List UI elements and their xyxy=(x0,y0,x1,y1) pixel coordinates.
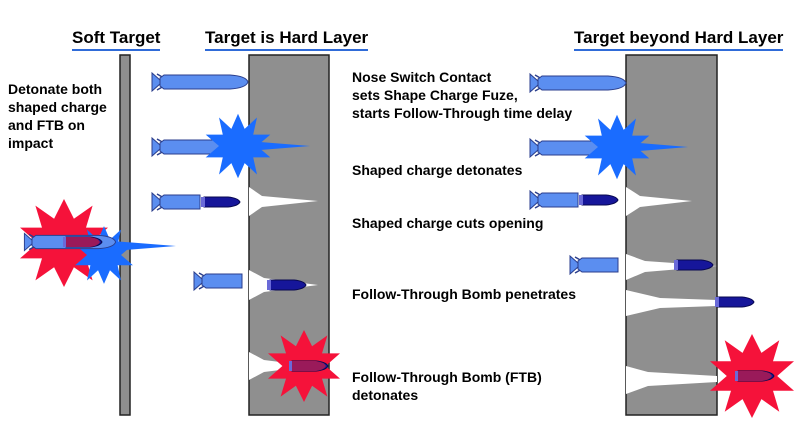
step-ftb-detonates: Follow-Through Bomb (FTB) detonates xyxy=(352,368,542,404)
soft-target-detonation xyxy=(20,199,176,287)
beyond-munition-nose-contact xyxy=(529,73,627,93)
header-beyond-hard-layer: Target beyond Hard Layer xyxy=(574,28,784,51)
munition-nose-contact xyxy=(151,72,249,92)
step-shaped-charge-detonates: Shaped charge detonates xyxy=(352,162,523,178)
soft-target-caption-line2: shaped charge xyxy=(8,99,107,115)
soft-target-caption-line3: and FTB on xyxy=(8,117,85,133)
step-ftb-penetrates: Follow-Through Bomb penetrates xyxy=(352,286,576,302)
hard-layer-wall-beyond xyxy=(625,54,718,416)
header-hard-layer: Target is Hard Layer xyxy=(205,28,369,51)
soft-target-caption-line4: impact xyxy=(8,135,54,151)
step-1-line1: Nose Switch Contact xyxy=(352,69,492,85)
munition-shaped-charge-detonates xyxy=(151,113,310,179)
step-nose-switch-contact: Nose Switch Contact sets Shape Charge Fu… xyxy=(352,68,572,122)
soft-target-caption: Detonate both shaped charge and FTB on i… xyxy=(8,80,107,152)
header-soft-target: Soft Target xyxy=(72,28,161,51)
step-5-line1: Follow-Through Bomb (FTB) xyxy=(352,369,542,385)
beyond-shaped-charge-cuts-opening xyxy=(529,187,692,216)
soft-target-caption-line1: Detonate both xyxy=(8,81,103,97)
ftb-detonates xyxy=(249,330,340,402)
step-5-line2: detonates xyxy=(352,387,419,403)
step-1-line3: starts Follow-Through time delay xyxy=(352,105,573,121)
ftb-penetrates xyxy=(193,270,318,300)
beyond-shaped-charge-detonates xyxy=(529,114,688,180)
shaped-charge-cuts-opening xyxy=(151,187,318,216)
step-shaped-charge-cuts-opening: Shaped charge cuts opening xyxy=(352,215,544,231)
beyond-ftb-detonates xyxy=(626,334,794,418)
soft-target-plate xyxy=(119,54,131,416)
step-1-line2: sets Shape Charge Fuze, xyxy=(352,87,518,103)
beyond-ftb-penetrates xyxy=(569,254,755,316)
